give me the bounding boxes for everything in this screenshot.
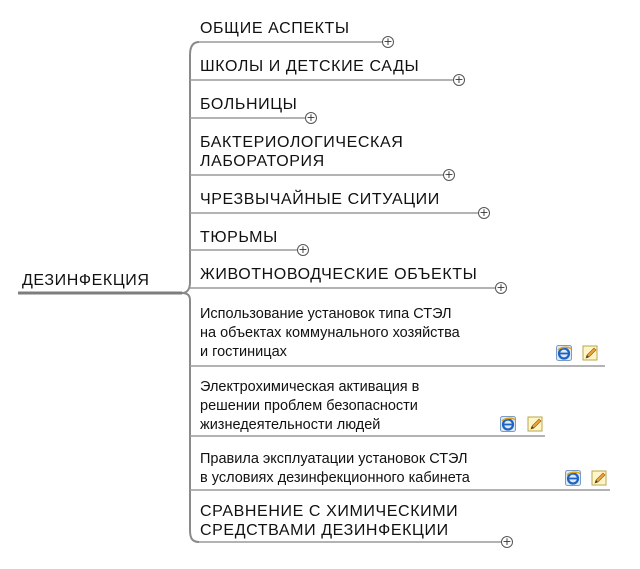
topic-line: ТЮРЬМЫ bbox=[200, 229, 278, 246]
expand-button[interactable]: + bbox=[478, 206, 490, 219]
expand-button[interactable]: + bbox=[382, 35, 394, 48]
topic-bacteriological-lab[interactable]: БАКТЕРИОЛОГИЧЕСКАЯ ЛАБОРАТОРИЯ bbox=[200, 133, 403, 171]
topic-stel-rules[interactable]: Правила эксплуатации установок СТЭЛ в ус… bbox=[200, 450, 470, 488]
root-topic[interactable]: ДЕЗИНФЕКЦИЯ bbox=[22, 272, 150, 289]
topic-emergencies[interactable]: ЧРЕЗВЫЧАЙНЫЕ СИТУАЦИИ bbox=[200, 190, 440, 209]
topic-line: решении проблем безопасности bbox=[200, 398, 418, 414]
topic-chemical-comparison[interactable]: СРАВНЕНИЕ С ХИМИЧЕСКИМИ СРЕДСТВАМИ ДЕЗИН… bbox=[200, 502, 458, 540]
expand-button[interactable]: + bbox=[305, 111, 317, 124]
expand-button[interactable]: + bbox=[495, 281, 507, 294]
ie-hyperlink-icon[interactable] bbox=[500, 416, 516, 432]
topic-hospitals[interactable]: БОЛЬНИЦЫ bbox=[200, 95, 297, 114]
topic-line: в условиях дезинфекционного кабинета bbox=[200, 470, 470, 486]
topic-line: ЖИВОТНОВОДЧЕСКИЕ ОБЪЕКТЫ bbox=[200, 266, 478, 283]
topic-line: СРЕДСТВАМИ ДЕЗИНФЕКЦИИ bbox=[200, 522, 449, 539]
note-pencil-icon[interactable] bbox=[591, 470, 607, 486]
ie-hyperlink-icon[interactable] bbox=[565, 470, 581, 486]
expand-button[interactable]: + bbox=[443, 168, 455, 181]
topic-prisons[interactable]: ТЮРЬМЫ bbox=[200, 228, 278, 247]
topic-line: Использование установок типа СТЭЛ bbox=[200, 306, 452, 322]
note-pencil-icon[interactable] bbox=[582, 345, 598, 361]
topic-line: жизнедеятельности людей bbox=[200, 417, 381, 433]
topic-line: ОБЩИЕ АСПЕКТЫ bbox=[200, 20, 350, 37]
topic-line: Правила эксплуатации установок СТЭЛ bbox=[200, 451, 468, 467]
expand-button[interactable]: + bbox=[501, 535, 513, 548]
expand-button[interactable]: + bbox=[297, 243, 309, 256]
expand-button[interactable]: + bbox=[453, 73, 465, 86]
topic-line: БОЛЬНИЦЫ bbox=[200, 96, 298, 113]
topic-line: СРАВНЕНИЕ С ХИМИЧЕСКИМИ bbox=[200, 503, 459, 520]
topic-line: ЛАБОРАТОРИЯ bbox=[200, 153, 325, 170]
topic-stel-utilities[interactable]: Использование установок типа СТЭЛ на объ… bbox=[200, 305, 460, 362]
topic-line: ЧРЕЗВЫЧАЙНЫЕ СИТУАЦИИ bbox=[200, 191, 440, 208]
topic-livestock[interactable]: ЖИВОТНОВОДЧЕСКИЕ ОБЪЕКТЫ bbox=[200, 265, 477, 284]
topic-schools[interactable]: ШКОЛЫ И ДЕТСКИЕ САДЫ bbox=[200, 57, 419, 76]
ie-hyperlink-icon[interactable] bbox=[556, 345, 572, 361]
topic-line: и гостиницах bbox=[200, 344, 287, 360]
topic-line: на объектах коммунального хозяйства bbox=[200, 325, 460, 341]
note-pencil-icon[interactable] bbox=[527, 416, 543, 432]
topic-line: Электрохимическая активация в bbox=[200, 379, 420, 395]
topic-line: ШКОЛЫ И ДЕТСКИЕ САДЫ bbox=[200, 58, 420, 75]
topic-electrochemical-activation[interactable]: Электрохимическая активация в решении пр… bbox=[200, 378, 419, 435]
topic-general-aspects[interactable]: ОБЩИЕ АСПЕКТЫ bbox=[200, 19, 350, 38]
topic-line: БАКТЕРИОЛОГИЧЕСКАЯ bbox=[200, 134, 404, 151]
